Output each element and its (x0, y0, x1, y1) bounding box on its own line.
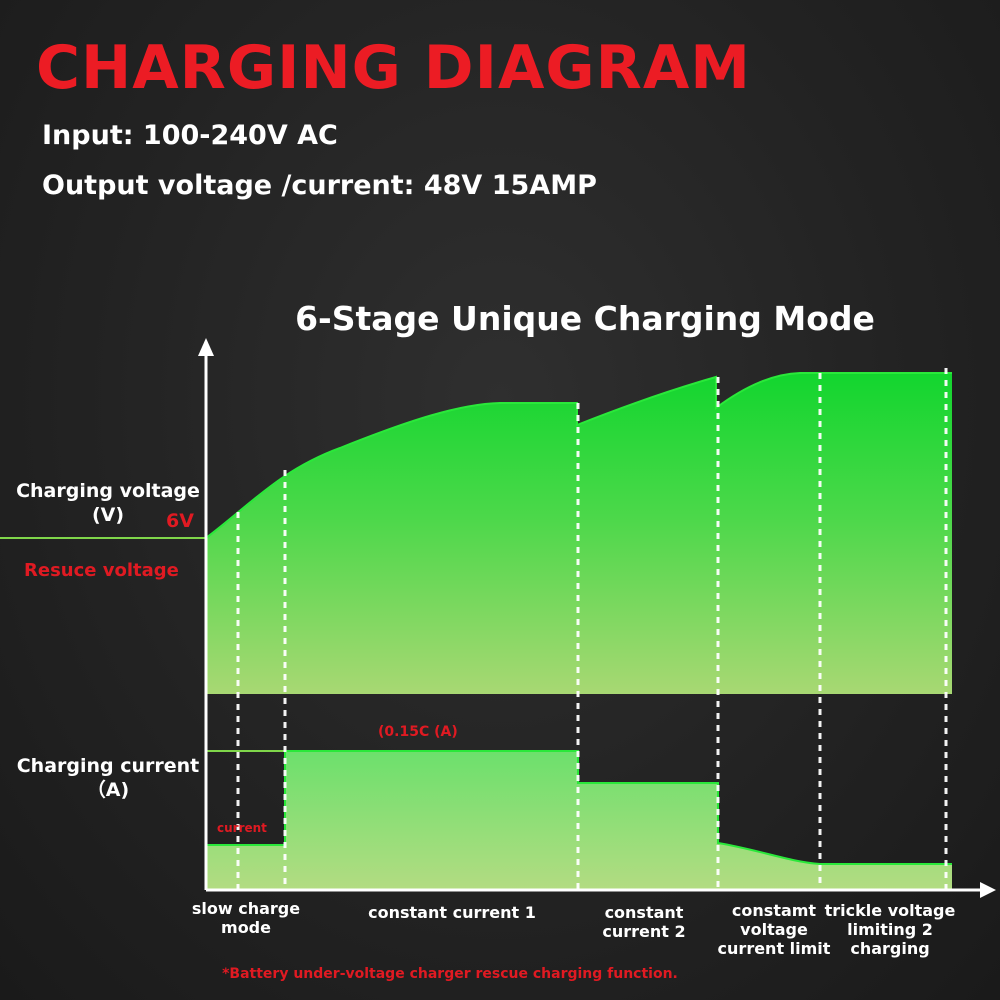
y-axis-arrow (198, 338, 214, 356)
output-spec: Output voltage /current: 48V 15AMP (42, 170, 597, 201)
footnote: *Battery under-voltage charger rescue ch… (222, 966, 678, 982)
diagram-subtitle: 6-Stage Unique Charging Mode (295, 299, 875, 338)
cc-marker: (0.15C (A) (378, 724, 458, 740)
current-curve (206, 750, 952, 865)
stage-label-constant-voltage: constamt voltage current limit (717, 901, 831, 958)
rescue-voltage-label: Resuce voltage (24, 560, 179, 581)
stage-label-slow-charge: slow charge mode (191, 899, 301, 937)
current-area (206, 751, 952, 890)
voltage-marker: 6V (166, 510, 194, 532)
x-axis-arrow (980, 882, 996, 898)
stage-label-constant-current-1: constant current 1 (368, 903, 536, 922)
current-marker: current (217, 821, 267, 835)
stage-label-constant-current-2: constant current 2 (602, 903, 686, 941)
voltage-area (206, 373, 952, 694)
voltage-axis-label: Charging voltage (V) (16, 480, 200, 526)
voltage-curve (205, 372, 952, 539)
input-spec: Input: 100-240V AC (42, 120, 338, 151)
stage-label-trickle: trickle voltage limiting 2 charging (824, 901, 956, 958)
page-title: CHARGING DIAGRAM (36, 33, 751, 103)
stage-dividers (236, 368, 948, 890)
current-axis-label: Charging current （A) (16, 755, 200, 801)
